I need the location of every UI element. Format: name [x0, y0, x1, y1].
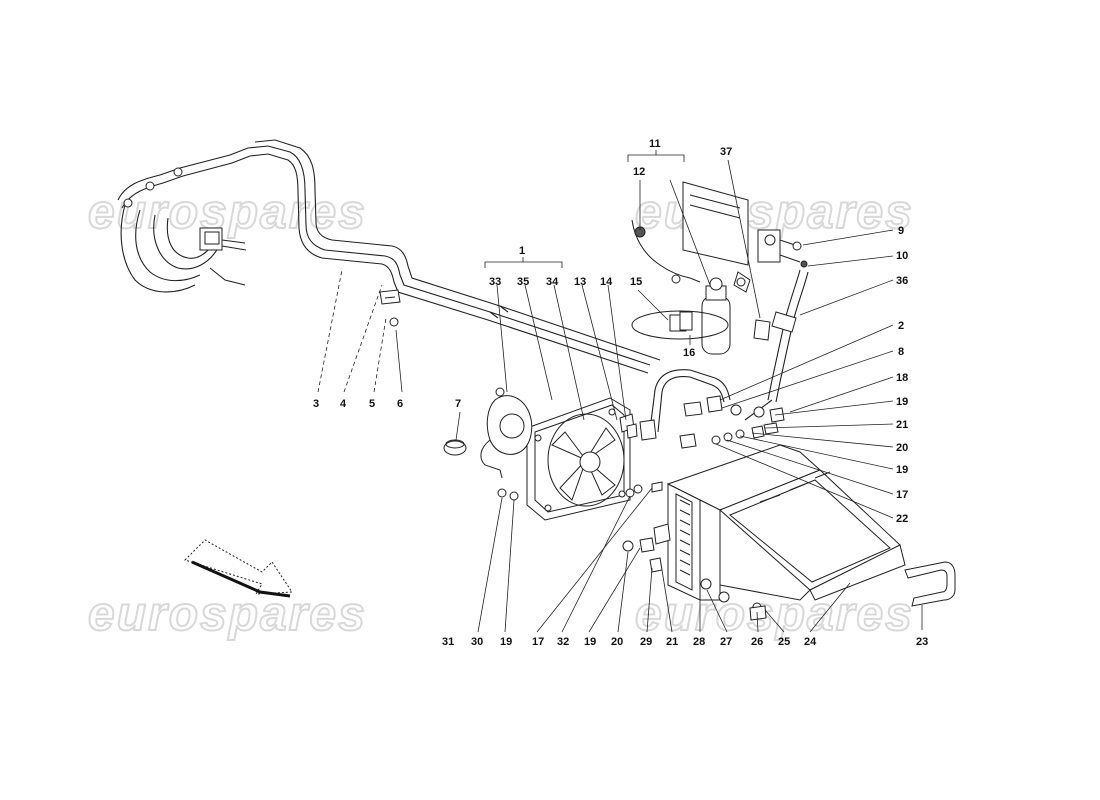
- callout-17-bottom: 17: [532, 636, 544, 648]
- callout-19-a: 19: [896, 396, 908, 408]
- callout-36: 36: [896, 275, 908, 287]
- callout-2: 2: [898, 320, 904, 332]
- callout-22: 22: [896, 513, 908, 525]
- callout-4: 4: [340, 398, 347, 410]
- callout-27: 27: [720, 636, 732, 648]
- expansion-valve: [744, 229, 809, 421]
- callout-16: 16: [683, 347, 695, 359]
- callout-35: 35: [517, 276, 529, 288]
- direction-arrow: [184, 539, 293, 598]
- callout-30: 30: [471, 636, 483, 648]
- callout-33: 33: [489, 276, 501, 288]
- callout-34: 34: [546, 276, 559, 288]
- watermark-bottom-right: eurospares: [635, 588, 914, 641]
- callout-13: 13: [574, 276, 586, 288]
- callout-labels: 1 2 3 4 5 6 7 8 9 10 11 12 13 14 15 16 1…: [313, 138, 928, 648]
- callout-1: 1: [519, 245, 525, 257]
- callout-20-bottom: 20: [611, 636, 623, 648]
- watermark-top-left: eurospares: [88, 186, 367, 239]
- callout-32: 32: [557, 636, 569, 648]
- callout-8: 8: [898, 346, 904, 358]
- condenser-fan-assembly: [480, 387, 638, 521]
- callout-24: 24: [804, 636, 817, 648]
- callout-9: 9: [898, 225, 904, 237]
- condenser: [666, 444, 906, 621]
- callout-28: 28: [693, 636, 705, 648]
- compressor-hose-assembly: [117, 147, 251, 293]
- watermark-bottom-left: eurospares: [88, 588, 367, 641]
- callout-19-d: 19: [584, 636, 596, 648]
- bracket-23: [904, 561, 956, 607]
- leader-lines: [317, 150, 923, 633]
- callout-23: 23: [916, 636, 928, 648]
- callout-19-c: 19: [500, 636, 512, 648]
- receiver-dryer: [631, 181, 751, 355]
- callout-31: 31: [442, 636, 454, 648]
- watermark-top-right: eurospares: [635, 186, 914, 239]
- callout-10: 10: [896, 250, 908, 262]
- callout-21-bottom: 21: [666, 636, 678, 648]
- callout-21-right: 21: [896, 419, 908, 431]
- watermarks: eurospares eurospares eurospares eurospa…: [87, 185, 914, 642]
- callout-20-right: 20: [896, 442, 908, 454]
- callout-3: 3: [313, 398, 319, 410]
- callout-18: 18: [896, 372, 908, 384]
- callout-15: 15: [630, 276, 642, 288]
- callout-11: 11: [649, 138, 661, 150]
- callout-17-right: 17: [896, 489, 908, 501]
- callout-5: 5: [369, 398, 375, 410]
- callout-19-b: 19: [896, 464, 908, 476]
- callout-7: 7: [455, 398, 461, 410]
- callout-12: 12: [633, 166, 645, 178]
- small-clips: [443, 439, 519, 501]
- callout-25: 25: [778, 636, 790, 648]
- callout-26: 26: [751, 636, 763, 648]
- callout-29: 29: [640, 636, 652, 648]
- refrigerant-pipes: [247, 139, 661, 374]
- callout-14: 14: [600, 276, 613, 288]
- callout-37: 37: [720, 146, 732, 158]
- callout-6: 6: [397, 398, 403, 410]
